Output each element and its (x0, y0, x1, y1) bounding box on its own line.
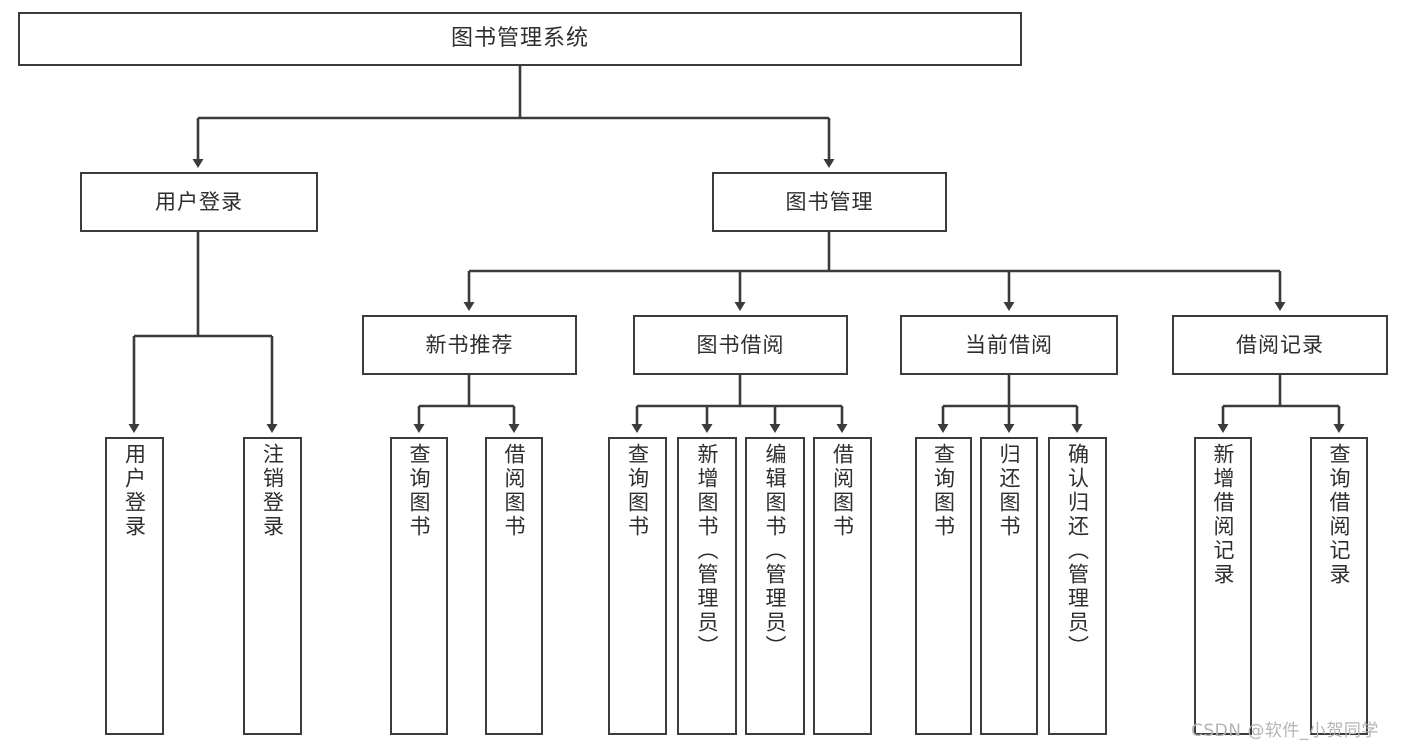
node-leaf-borrow-book-1[interactable]: 借阅图书 (485, 437, 543, 735)
node-label: 查询图书 (625, 443, 650, 539)
node-book-manage[interactable]: 图书管理 (712, 172, 947, 232)
node-label: 归还图书 (997, 443, 1022, 539)
node-leaf-logout-login[interactable]: 注销登录 (243, 437, 302, 735)
node-book-borrow[interactable]: 图书借阅 (633, 315, 848, 375)
node-leaf-add-book[interactable]: 新增图书（管理员） (677, 437, 737, 735)
node-borrow-record[interactable]: 借阅记录 (1172, 315, 1388, 375)
node-leaf-query-book-2[interactable]: 查询图书 (608, 437, 667, 735)
node-leaf-query-record[interactable]: 查询借阅记录 (1310, 437, 1368, 735)
node-label: 查询图书 (407, 443, 432, 539)
node-label: 图书管理 (785, 189, 874, 214)
node-label: 注销登录 (260, 443, 285, 539)
csdn-watermark: CSDN @软件_小贺同学 (1191, 721, 1379, 741)
node-label: 用户登录 (122, 443, 147, 539)
node-user-login[interactable]: 用户登录 (80, 172, 318, 232)
node-leaf-query-book-3[interactable]: 查询图书 (915, 437, 972, 735)
node-leaf-user-login[interactable]: 用户登录 (105, 437, 164, 735)
node-label: 借阅记录 (1236, 332, 1324, 357)
node-label: 图书借阅 (696, 332, 785, 357)
node-label: 确认归还（管理员） (1065, 443, 1090, 659)
node-leaf-add-record[interactable]: 新增借阅记录 (1194, 437, 1252, 735)
node-leaf-confirm-return[interactable]: 确认归还（管理员） (1048, 437, 1107, 735)
node-label: 新增借阅记录 (1211, 443, 1236, 587)
node-label: 借阅图书 (830, 443, 855, 539)
node-current-borrow[interactable]: 当前借阅 (900, 315, 1118, 375)
node-label: 当前借阅 (965, 332, 1053, 357)
node-label: 图书管理系统 (450, 26, 589, 52)
node-leaf-borrow-book-2[interactable]: 借阅图书 (813, 437, 872, 735)
node-label: 查询借阅记录 (1327, 443, 1352, 587)
node-leaf-return-book[interactable]: 归还图书 (980, 437, 1038, 735)
node-label: 借阅图书 (502, 443, 527, 539)
node-leaf-query-book-1[interactable]: 查询图书 (390, 437, 448, 735)
node-label: 用户登录 (155, 189, 243, 214)
node-label: 编辑图书（管理员） (763, 443, 788, 659)
node-label: 新增图书（管理员） (695, 443, 720, 659)
node-label: 新书推荐 (425, 332, 514, 357)
node-label: 查询图书 (931, 443, 956, 539)
node-new-book-recommend[interactable]: 新书推荐 (362, 315, 577, 375)
node-leaf-edit-book[interactable]: 编辑图书（管理员） (745, 437, 805, 735)
node-root[interactable]: 图书管理系统 (18, 12, 1022, 66)
